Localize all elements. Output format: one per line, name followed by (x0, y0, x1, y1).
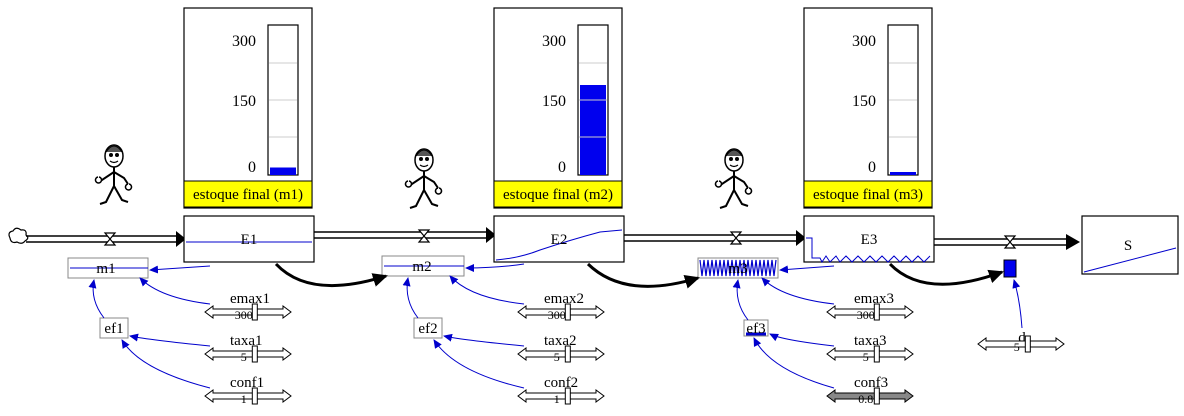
rate-label: m1 (96, 261, 115, 277)
gauge-m3: 300 150 0 estoque final (m3) (803, 7, 933, 209)
stock-label: E1 (241, 232, 258, 248)
param-slider[interactable]: 300 (204, 303, 292, 322)
stick-figure-icon (404, 148, 443, 209)
aux-label: ef3 (746, 321, 765, 337)
param-label: taxa3 (854, 333, 886, 349)
gauge-tick: 300 (852, 33, 876, 50)
valve-icon (104, 232, 116, 246)
param-value: 1 (241, 392, 247, 406)
param-slider[interactable]: 1 (517, 387, 605, 406)
gauge-label: estoque final (m3) (813, 187, 923, 203)
param-value: 5 (1014, 340, 1020, 354)
param-slider[interactable]: 1 (204, 387, 292, 406)
param-slider[interactable]: 300 (517, 303, 605, 322)
param-label: conf1 (230, 375, 264, 391)
param-slider[interactable]: 5 (826, 345, 914, 364)
aux-ef2[interactable]: ef2 (413, 317, 443, 339)
stick-figure-icon (714, 148, 753, 209)
gauge-tick: 150 (542, 93, 566, 110)
aux-ef3[interactable]: ef3 (743, 319, 769, 337)
param-value: 5 (241, 350, 247, 364)
stock-label: E2 (551, 232, 568, 248)
param-label: emax3 (854, 291, 894, 307)
gauge-tick: 300 (232, 33, 256, 50)
gauge-label: estoque final (m1) (193, 187, 303, 203)
aux-label: ef2 (418, 321, 437, 337)
param-label: taxa2 (544, 333, 576, 349)
gauge-tick: 150 (852, 93, 876, 110)
stick-figure-icon (94, 144, 133, 205)
param-value: 5 (863, 350, 869, 364)
cloud-source-icon (8, 227, 29, 244)
aux-label: ef1 (104, 321, 123, 337)
gauge-tick: 300 (542, 33, 566, 50)
param-slider[interactable]: 5 (204, 345, 292, 364)
gauge-tick: 150 (232, 93, 256, 110)
rate-m2[interactable]: m2 (381, 255, 465, 277)
aux-ef1[interactable]: ef1 (99, 317, 129, 339)
param-slider[interactable]: 300 (826, 303, 914, 322)
aux-d: d (1018, 330, 1026, 346)
stock-E3[interactable]: E3 (803, 215, 935, 263)
param-label: taxa1 (230, 333, 262, 349)
gauge-tick: 0 (868, 159, 876, 176)
valve-icon (1004, 235, 1016, 249)
stock-E1[interactable]: E1 (183, 215, 315, 263)
param-label: emax2 (544, 291, 584, 307)
param-value: 1 (554, 392, 560, 406)
param-value: 0.8 (858, 392, 873, 406)
gauge-tick: 0 (558, 159, 566, 176)
rate-label: m2 (412, 259, 431, 275)
gauge-tick: 0 (248, 159, 256, 176)
valve-icon (730, 231, 742, 245)
gauge-m2: 300 150 0 estoque final (m2) (493, 7, 623, 209)
param-slider[interactable]: 5 (977, 335, 1065, 354)
rate-label: m3 (728, 261, 747, 277)
param-value: 300 (548, 308, 566, 322)
param-value: 300 (857, 308, 875, 322)
gauge-label: estoque final (m2) (503, 187, 613, 203)
stock-label: S (1124, 238, 1132, 254)
stock-E2[interactable]: E2 (493, 215, 625, 263)
rate-m1[interactable]: m1 (67, 257, 149, 279)
rate-m3[interactable]: m3 (697, 257, 779, 279)
param-value: 300 (235, 308, 253, 322)
param-value: 5 (554, 350, 560, 364)
param-label: conf3 (854, 375, 888, 391)
stock-label: E3 (861, 232, 878, 248)
param-slider[interactable]: 0.8 (826, 387, 914, 406)
valve-icon (418, 229, 430, 243)
stock-S[interactable]: S (1081, 215, 1179, 275)
gauge-m1: 300 150 0 estoque final (m1) (183, 7, 313, 209)
param-slider[interactable]: 5 (517, 345, 605, 364)
param-label: conf2 (544, 375, 578, 391)
param-label: emax1 (230, 291, 270, 307)
